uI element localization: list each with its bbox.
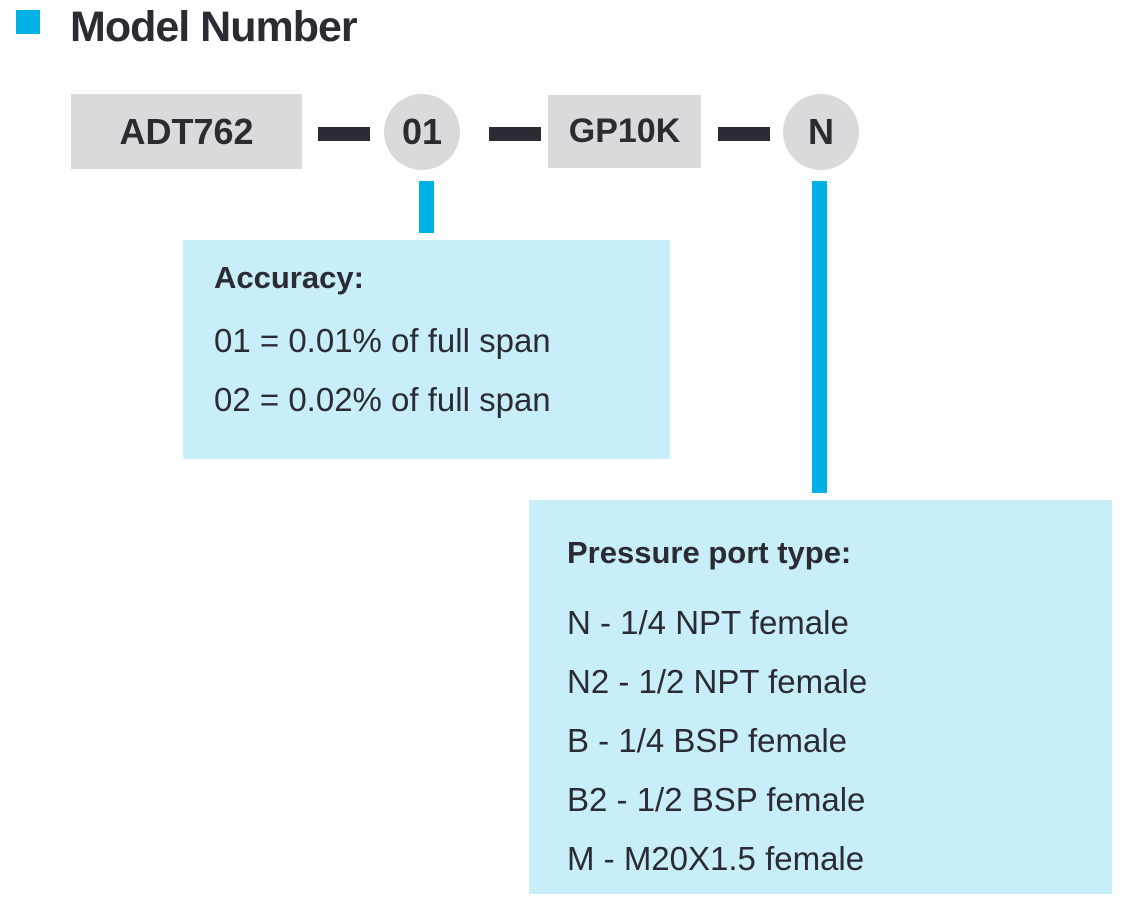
port-type-panel: Pressure port type: N - 1/4 NPT female N… [529,500,1112,894]
section-marker-square [16,10,40,34]
accuracy-segment-label: 01 [401,111,443,152]
segment-separator-dash [718,127,770,141]
accuracy-panel: Accuracy: 01 = 0.01% of full span 02 = 0… [183,240,670,459]
port-segment: N [783,94,859,170]
port-type-option: M - M20X1.5 female [567,840,865,877]
page-title: Model Number [70,3,358,51]
model-segment: ADT762 [71,94,302,169]
port-type-panel-title: Pressure port type: [567,535,852,570]
port-type-option: B2 - 1/2 BSP female [567,781,866,818]
port-connector-line [812,181,827,493]
segment-separator-dash [489,127,541,141]
accuracy-option: 02 = 0.02% of full span [214,381,551,418]
model-segment-label: ADT762 [119,110,254,152]
accuracy-connector-line [419,181,434,233]
accuracy-panel-title: Accuracy: [214,260,364,295]
accuracy-segment: 01 [384,94,460,170]
port-type-option: N2 - 1/2 NPT female [567,663,868,700]
range-segment: GP10K [548,95,701,168]
accuracy-option: 01 = 0.01% of full span [214,322,551,359]
range-segment-label: GP10K [568,112,681,150]
port-type-option: B - 1/4 BSP female [567,722,848,759]
port-type-option: N - 1/4 NPT female [567,604,849,641]
port-segment-label: N [808,111,834,152]
segment-separator-dash [318,127,370,141]
